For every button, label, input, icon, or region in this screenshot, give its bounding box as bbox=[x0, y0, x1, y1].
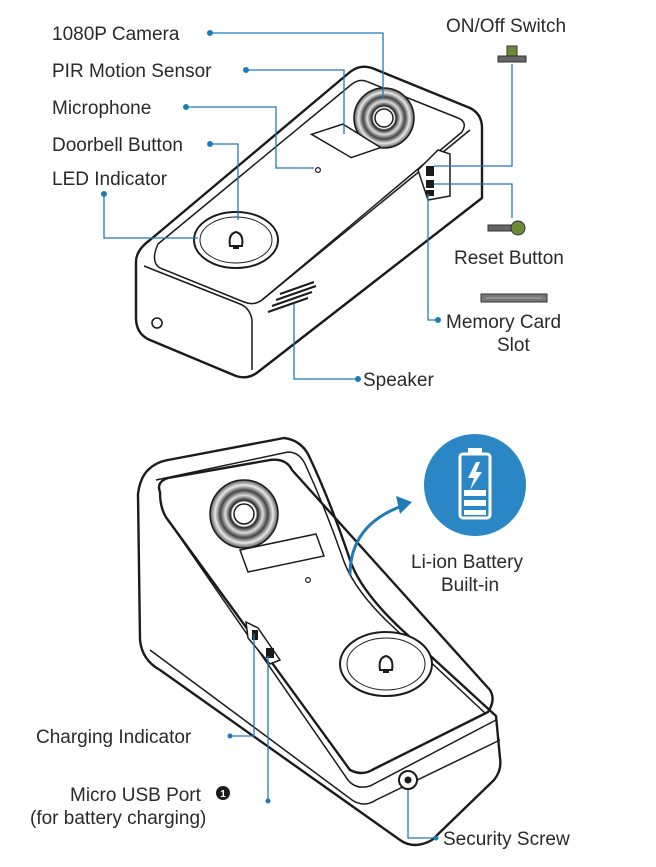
memory-card-label-line2: Slot bbox=[497, 335, 530, 356]
on-off-label: ON/Off Switch bbox=[446, 16, 566, 37]
cased-doorbell-button bbox=[339, 631, 433, 697]
microphone-hole bbox=[315, 167, 322, 174]
camera-lens-center bbox=[374, 108, 394, 128]
memory-card-icon bbox=[480, 293, 548, 303]
pir-label: PIR Motion Sensor bbox=[52, 61, 212, 82]
bell-icon bbox=[378, 654, 394, 673]
reset-label: Reset Button bbox=[454, 248, 564, 269]
memory-card-label-line1: Memory Card bbox=[446, 312, 561, 333]
cased-front-plate bbox=[157, 458, 494, 775]
cased-pir-window bbox=[238, 533, 326, 573]
doorbell-button-ring bbox=[199, 216, 273, 264]
front-edge bbox=[143, 265, 253, 370]
usb-note-badge bbox=[216, 786, 230, 800]
speaker-label: Speaker bbox=[363, 370, 434, 391]
speaker-grille bbox=[267, 281, 317, 313]
cased-device bbox=[136, 436, 502, 847]
front-device bbox=[134, 65, 484, 379]
cased-lower-edge bbox=[149, 649, 501, 805]
charging-indicator-label: Charging Indicator bbox=[36, 727, 192, 748]
cased-doorbell-ring bbox=[346, 637, 426, 691]
top-leader-lines bbox=[101, 30, 513, 382]
pir-window bbox=[309, 123, 383, 159]
bell-icon bbox=[228, 230, 244, 249]
microphone-label: Microphone bbox=[52, 98, 151, 119]
cased-front-edge bbox=[167, 519, 497, 788]
usb-label-line1: Micro USB Port bbox=[70, 785, 202, 806]
security-screw-label: Security Screw bbox=[443, 829, 570, 850]
cased-mic-hole bbox=[305, 576, 312, 583]
usb-label-line2: (for battery charging) bbox=[30, 808, 206, 829]
reset-button-icon bbox=[487, 220, 526, 236]
doorbell-button-label: Doorbell Button bbox=[52, 135, 183, 156]
cased-camera-lens-center bbox=[233, 503, 255, 525]
battery-label-line2: Built-in bbox=[441, 575, 499, 596]
case-rim bbox=[155, 451, 487, 715]
front-plate bbox=[153, 79, 465, 305]
curved-arrow-head bbox=[396, 496, 412, 514]
security-screw-head bbox=[404, 776, 412, 784]
battery-charging-icon bbox=[424, 434, 526, 536]
bottom-leader-lines bbox=[227, 634, 439, 841]
card-port bbox=[426, 190, 434, 196]
camera-label: 1080P Camera bbox=[52, 24, 180, 45]
led-label: LED Indicator bbox=[52, 169, 168, 190]
reset-port bbox=[426, 180, 434, 188]
curved-arrow-icon bbox=[348, 504, 403, 576]
side-screw bbox=[151, 317, 163, 329]
usb-note-number: 1 bbox=[220, 789, 226, 800]
battery-label-line1: Li-ion Battery bbox=[411, 552, 523, 573]
doorbell-button bbox=[193, 211, 279, 269]
front-device-shell bbox=[134, 65, 484, 379]
case-shell bbox=[136, 436, 502, 847]
charging-led bbox=[252, 630, 258, 640]
micro-usb-port bbox=[266, 648, 274, 658]
on-off-switch-icon bbox=[497, 45, 527, 63]
on-off-port bbox=[426, 166, 434, 176]
